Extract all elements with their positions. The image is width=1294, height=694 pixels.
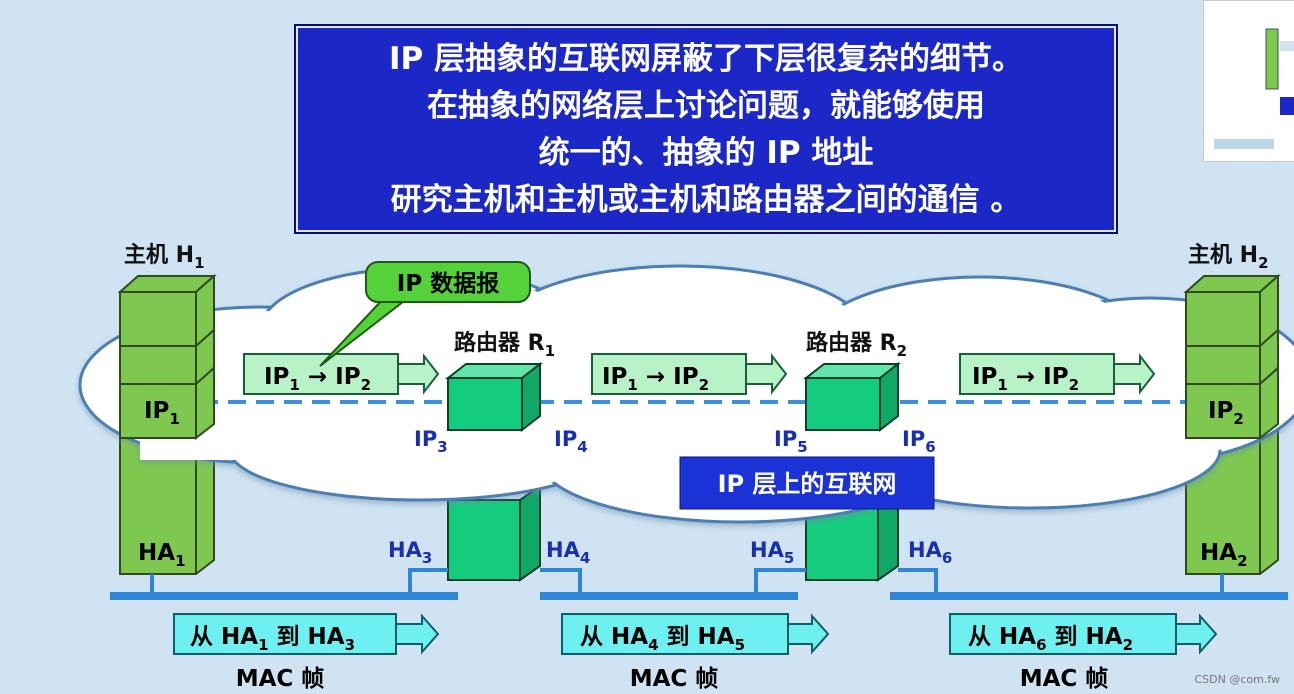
banner-line-3: 统一的、抽象的 IP 地址 [538,135,874,171]
slide-thumbnail[interactable] [1203,0,1294,162]
r1-left-connector [408,568,448,594]
lan-segment-2 [540,592,798,600]
router-r1-lower [447,484,541,582]
r2-ha-right: HA6 [908,538,952,567]
r1-ha-left: HA3 [388,538,432,567]
mac-frame-1-caption: MAC 帧 [236,666,325,692]
r2-ip-right: IP6 [902,427,936,456]
host-h2-ha: HA2 [1200,540,1248,570]
svg-text:从 HA1 到 HA3: 从 HA1 到 HA3 [190,624,355,654]
router-r1-box [445,361,543,433]
router-r2-box [803,361,901,433]
callout-text: IP 数据报 [397,271,499,297]
svg-text:从 HA4 到 HA5: 从 HA4 到 HA5 [580,624,745,654]
datagram-2: IP1→IP2 [591,353,788,395]
cloud-label-text: IP 层上的互联网 [718,470,897,498]
host-h2-stack [1183,273,1281,441]
banner-line-4: 研究主机和主机或主机和路由器之间的通信 。 [390,182,1022,218]
mac-frame-3-caption: MAC 帧 [1020,666,1109,692]
host-h1-ha: HA1 [138,540,186,570]
lan-segment-1 [110,592,458,600]
host-h1-body [119,421,215,575]
datagram-3: IP1→IP2 [959,353,1156,395]
cloud-label: IP 层上的互联网 [679,456,935,510]
watermark: CSDN @com.fw [1194,673,1280,686]
banner-line-1: IP 层抽象的互联网屏蔽了下层很复杂的细节。 [388,41,1024,77]
svg-text:IP1→IP2: IP1→IP2 [264,364,371,394]
host-h2-ip: IP2 [1208,398,1244,428]
banner-line-2: 在抽象的网络层上讨论问题，就能够使用 [427,88,985,124]
router-r2-label: 路由器 R2 [806,330,907,360]
svg-text:IP1→IP2: IP1→IP2 [602,364,709,394]
mac-frame-1: 从 HA1 到 HA3 MAC 帧 [173,613,440,692]
host-h1-label: 主机 H1 [124,243,205,272]
r2-left-connector [754,568,806,594]
svg-text:从 HA6 到 HA2: 从 HA6 到 HA2 [968,624,1133,654]
svg-text:IP1→IP2: IP1→IP2 [972,364,1079,394]
r2-ip-left: IP5 [774,427,808,456]
router-r1-label: 路由器 R1 [454,330,555,360]
r2-ha-left: HA5 [750,538,794,567]
host-h2-label: 主机 H2 [1188,243,1269,272]
r2-right-connector [898,568,938,594]
ip-datagram-callout: IP 数据报 [319,261,531,367]
host-h1-stack [117,273,217,441]
host-h1-ip: IP1 [144,398,180,428]
lan-segment-3 [890,592,1288,600]
r1-ha-right: HA4 [546,538,590,567]
datagram-1: IP1→IP2 [243,353,440,395]
mac-frame-2-caption: MAC 帧 [630,666,719,692]
r1-ip-right: IP4 [554,427,588,456]
title-banner: IP 层抽象的互联网屏蔽了下层很复杂的细节。 在抽象的网络层上讨论问题，就能够使… [294,24,1118,234]
thumbnail-preview [1214,28,1294,149]
mac-frame-3: 从 HA6 到 HA2 MAC 帧 [949,613,1218,692]
r1-ip-left: IP3 [414,427,448,456]
mac-frame-2: 从 HA4 到 HA5 MAC 帧 [561,613,830,692]
r1-right-connector [540,568,582,594]
